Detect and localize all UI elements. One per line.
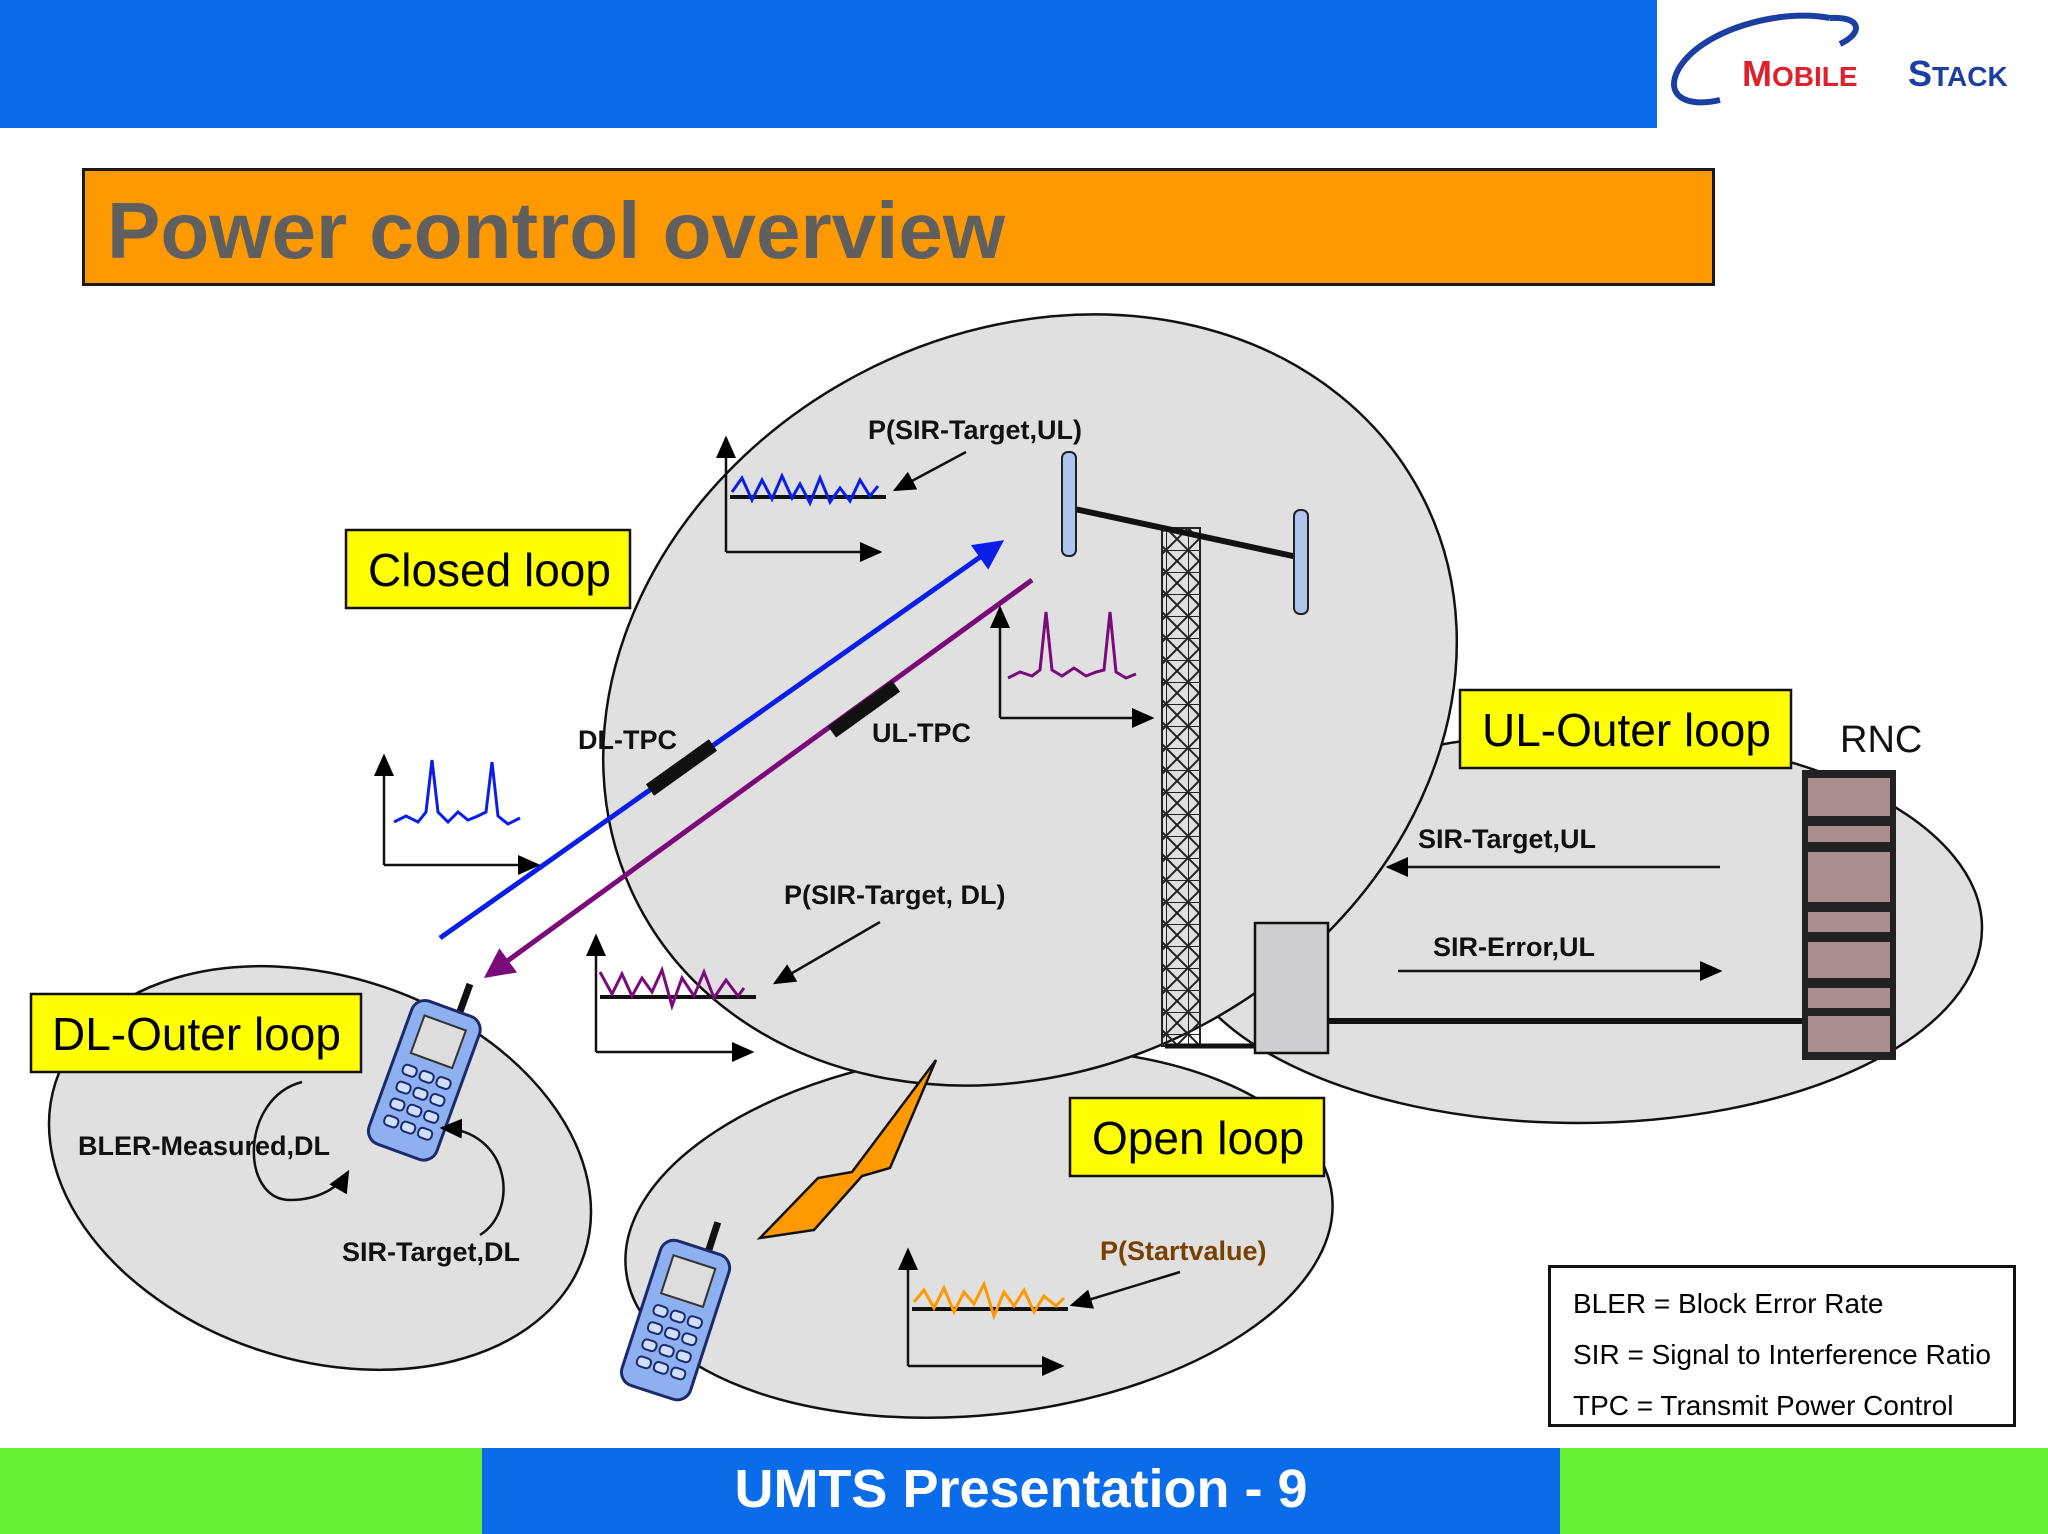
mobilestack-logo: MOBILE STACK [1660,0,2048,128]
rnc-rack [1802,770,1896,1060]
dl-tpc-block [645,739,718,796]
ul-outer-loop-label: UL-Outer loop [1482,704,1771,756]
ul-received-graph [990,605,1155,728]
footer-band: UMTS Presentation - 9 [482,1448,1560,1534]
node-b-tower [1061,451,1309,1049]
uplink-signal [483,577,1034,978]
open-loop-label: Open loop [1092,1112,1304,1164]
sir-target-ul-label: SIR-Target,UL [1418,824,1596,854]
dl-outer-ellipse [47,964,593,1372]
closed-loop-box [344,528,632,610]
dl-outer-loop-label: DL-Outer loop [52,1008,341,1060]
mobile-phone-open-icon [619,1221,732,1402]
svg-text:STACK: STACK [1908,53,2008,94]
legend-item: SIR = Signal to Interference Ratio [1573,1339,1991,1370]
footer-right-band [1560,1448,2048,1534]
rnc-label: RNC [1840,719,1922,761]
page-title: Power control overview [107,186,1006,275]
bler-measured-dl-label: BLER-Measured,DL [78,1131,330,1161]
legend-item: BLER = Block Error Rate [1573,1288,1884,1319]
abbreviation-legend: BLER = Block Error Rate SIR = Signal to … [1548,1265,2016,1427]
svg-text:MOBILE: MOBILE [1742,53,1858,94]
sir-target-dl-label: SIR-Target,DL [342,1237,520,1267]
p-sir-target-dl-label: P(SIR-Target, DL) [784,880,1006,910]
ul-power-graph [716,435,886,562]
top-banner [0,0,1657,128]
open-loop-box [1068,1096,1326,1178]
p-sir-target-ul-pointer [892,450,967,492]
p-startvalue-pointer [1069,1270,1181,1309]
ul-tpc-block [827,680,901,738]
dl-received-graph [374,753,541,875]
sir-target-dl-arrow [439,1118,505,1237]
dl-outer-loop-box [29,992,363,1074]
dl-tpc-label: DL-TPC [578,725,677,755]
dl-power-graph [586,933,756,1062]
start-power-graph [898,1247,1068,1376]
closed-loop-ellipse [601,313,1459,1087]
closed-loop-label: Closed loop [368,544,611,596]
mobile-phone-icon [366,982,482,1162]
radio-lightning-icon [756,1059,938,1240]
title-box: Power control overview [82,168,1715,286]
p-sir-target-ul-label: P(SIR-Target,UL) [868,415,1082,445]
p-startvalue-label: P(Startvalue) [1100,1236,1267,1266]
footer-left-band [0,1448,482,1534]
bler-loop-arrow [252,1080,350,1202]
ul-outer-loop-box [1458,688,1793,770]
footer-title: UMTS Presentation - 9 [734,1459,1308,1519]
node-b-cabinet [1253,921,1330,1055]
ul-tpc-label: UL-TPC [872,718,971,748]
p-sir-target-dl-pointer [772,920,881,985]
sir-error-ul-label: SIR-Error,UL [1433,932,1595,962]
legend-item: TPC = Transmit Power Control [1573,1390,1954,1421]
